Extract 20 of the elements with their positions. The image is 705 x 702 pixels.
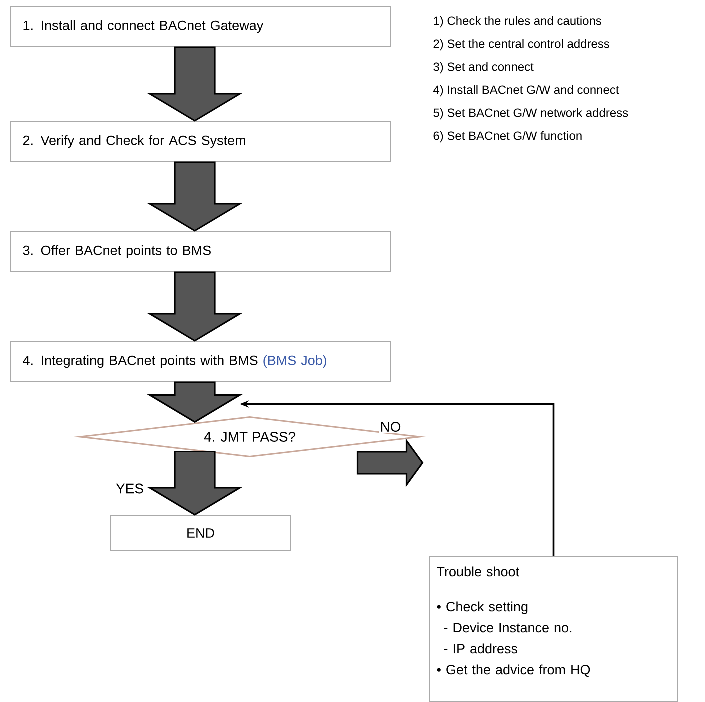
process-box: 1. Install and connect BACnet Gateway (10, 6, 392, 48)
block-arrow (147, 450, 243, 516)
block-arrow (356, 438, 424, 488)
step-list-item: 2) Set the central control address (434, 39, 610, 51)
process-box: 3. Offer BACnet points to BMS (10, 231, 392, 272)
step-list-item: 5) Set BACnet G/W network address (434, 108, 628, 120)
process-box: 4. Integrating BACnet points with BMS (BMS Job) (10, 341, 392, 382)
step-list-item: 1) Check the rules and cautions (434, 16, 602, 28)
edge-label: YES (115, 482, 146, 495)
block-arrow (147, 272, 243, 342)
step-list-item: 4) Install BACnet G/W and connect (433, 85, 620, 97)
step-list-item: 6) Set BACnet G/W function (434, 131, 582, 143)
block-arrow (147, 382, 243, 424)
end-box: END (110, 515, 292, 552)
block-arrow (147, 46, 243, 122)
trouble-shoot-box: Trouble shoot • Check setting - Device Instance no. - IP address • Get the advice from HQ (429, 556, 678, 702)
edge-label: NO (379, 421, 402, 433)
process-box: 2. Verify and Check for ACS System (10, 121, 392, 162)
step-list-item: 3) Set and connect (434, 62, 534, 74)
block-arrow (147, 162, 243, 232)
